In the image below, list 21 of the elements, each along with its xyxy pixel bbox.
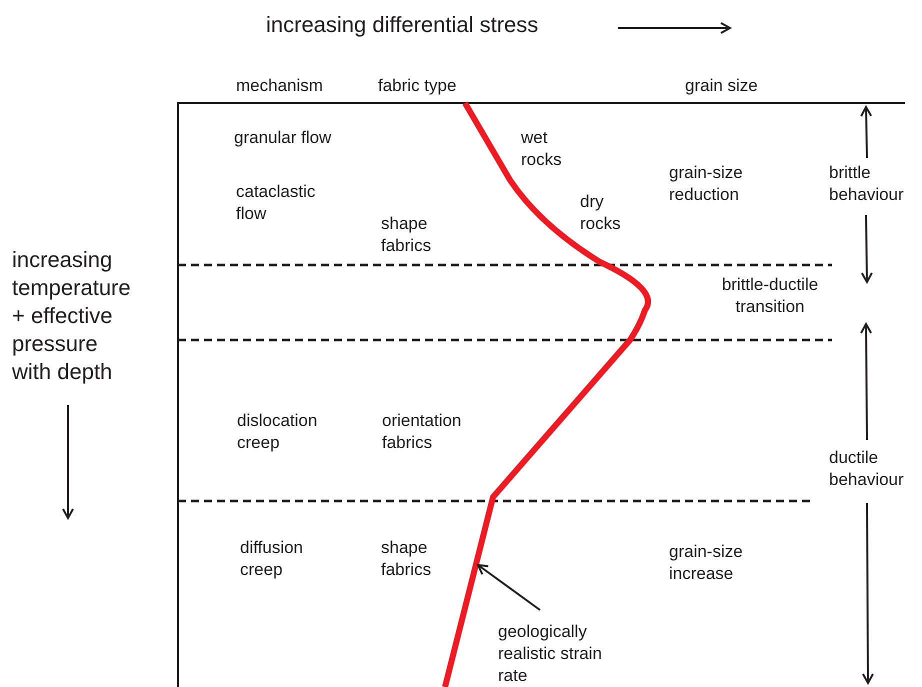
diagram-label: orientation fabrics <box>382 410 462 454</box>
diagram-label: fabric type <box>378 75 458 97</box>
leader-line <box>477 564 541 611</box>
diagram-label: dry rocks <box>580 191 622 235</box>
diagram-label: shape fabrics <box>381 213 432 257</box>
diagram-label: cataclastic flow <box>236 181 316 225</box>
diagram-label: granular flow <box>234 127 332 149</box>
callout-text: geologically realistic strain rate <box>498 621 608 687</box>
diagram-label: dislocation creep <box>237 410 318 454</box>
diagram-label: brittle behaviour <box>829 162 905 206</box>
diagram-label: grain-size increase <box>669 541 744 585</box>
axis-title: increasing differential stress <box>266 12 538 38</box>
diagram-label: mechanism <box>236 75 324 97</box>
diagram-label: diffusion creep <box>240 537 304 581</box>
diagram-label: wet rocks <box>521 127 563 171</box>
diagram-label: grain-size reduction <box>669 162 744 206</box>
diagram-label: ductile behaviour <box>829 447 905 491</box>
diagram-label: shape fabrics <box>381 537 432 581</box>
diagram-label: increasing temperature + effective pressure with depth <box>12 246 132 386</box>
diagram-label: brittle-ductile transition <box>720 274 820 318</box>
diagram-label: grain size <box>685 75 759 97</box>
